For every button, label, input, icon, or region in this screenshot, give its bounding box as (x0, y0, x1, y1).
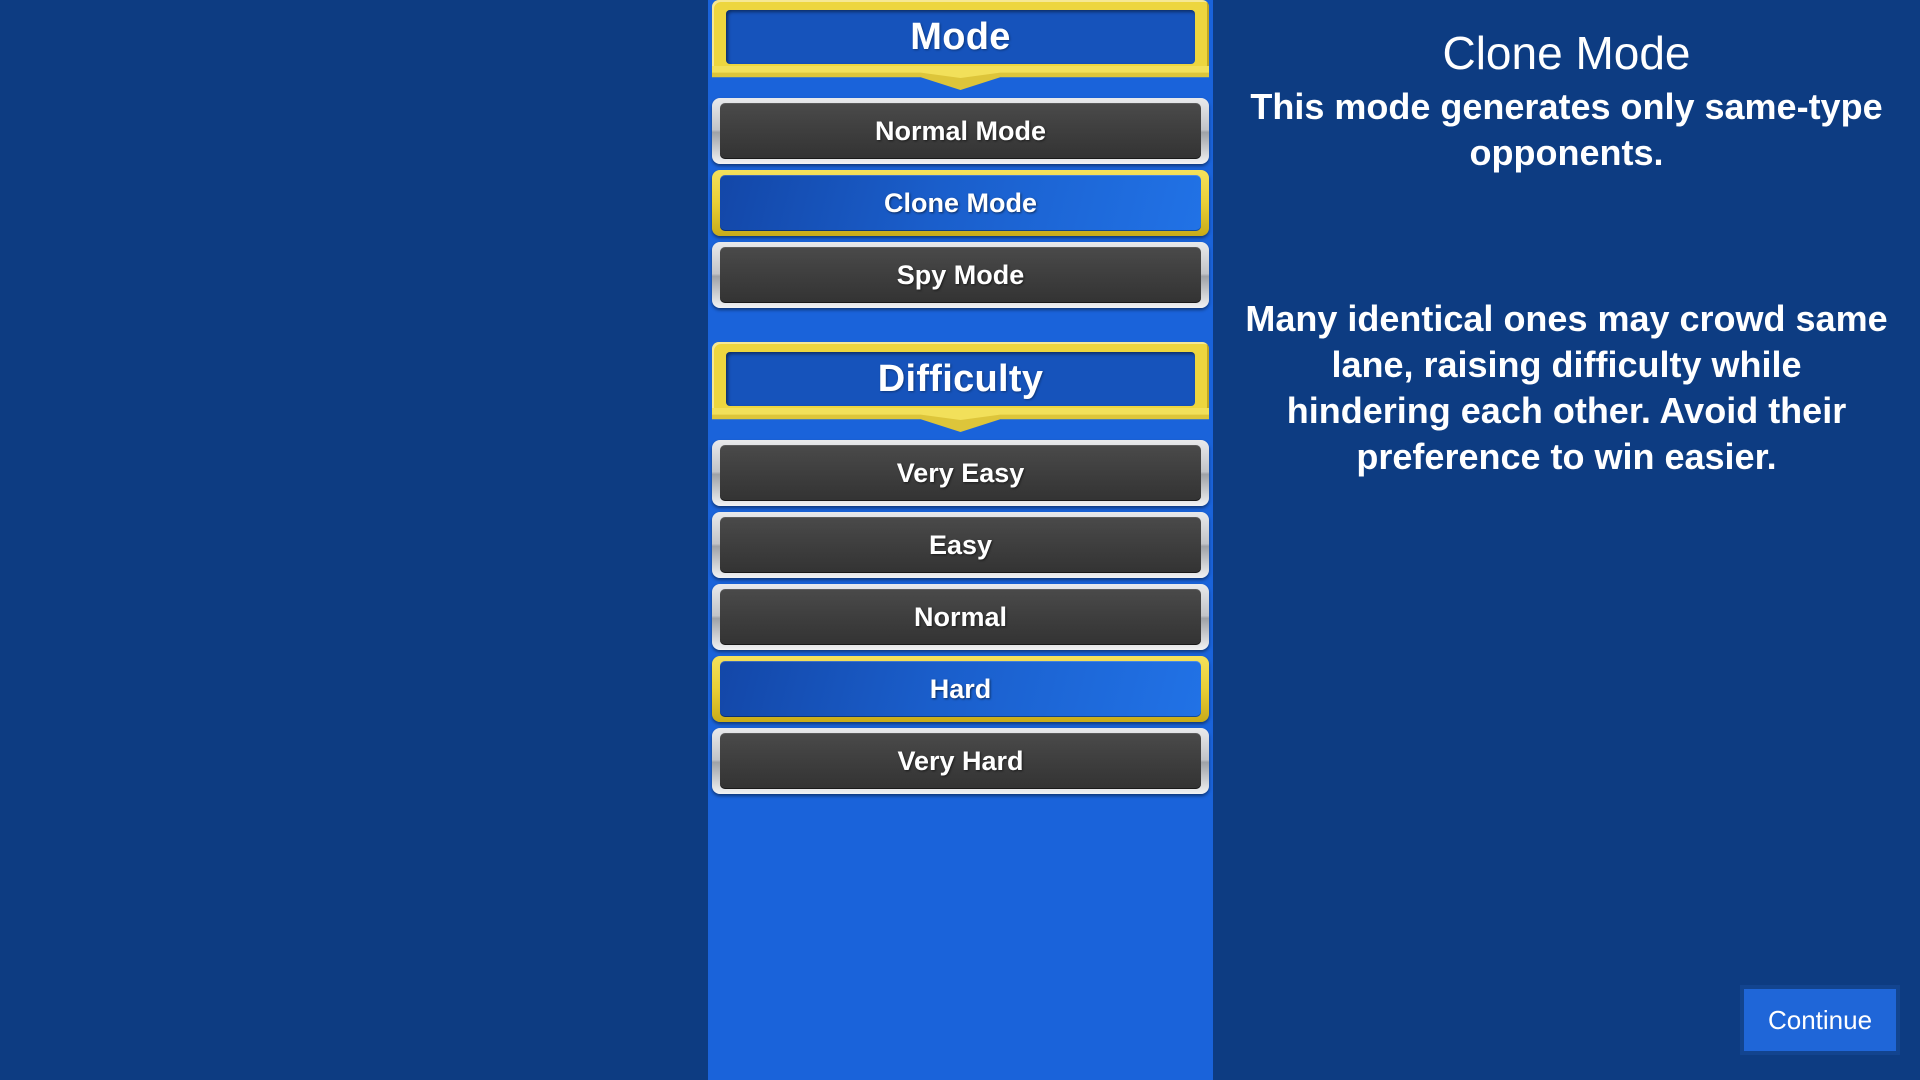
option-label: Clone Mode (884, 187, 1037, 218)
section-header-mode: Mode (712, 0, 1209, 92)
option-face (720, 247, 1201, 303)
option-face (720, 517, 1201, 573)
mode-header-frame: Mode (712, 0, 1209, 74)
mode-header-label: Mode (910, 16, 1011, 58)
option-label: Very Hard (897, 745, 1024, 776)
difficulty-header-frame: Difficulty (712, 342, 1209, 416)
continue-button-label: Continue (1767, 1005, 1873, 1035)
info-panel: Clone Mode This mode generates only same… (1213, 0, 1920, 1080)
info-title: Clone Mode (1442, 27, 1691, 79)
option-face (720, 445, 1201, 501)
option-label: Hard (929, 673, 992, 704)
info-body-text: Many identical ones may crowd same lane,… (1245, 297, 1888, 477)
selection-column: Mode Normal Mode Clone Mode Spy Mode Dif… (708, 0, 1213, 1080)
option-normal[interactable]: Normal (712, 584, 1209, 650)
info-subtitle: This mode generates only same-type oppon… (1250, 85, 1883, 173)
option-normal-mode[interactable]: Normal Mode (712, 98, 1209, 164)
option-label: Spy Mode (896, 259, 1025, 290)
option-clone-mode[interactable]: Clone Mode (712, 170, 1209, 236)
section-spacer (708, 314, 1213, 342)
difficulty-header-inner: Difficulty (726, 352, 1195, 406)
option-easy[interactable]: Easy (712, 512, 1209, 578)
mode-header-inner: Mode (726, 10, 1195, 64)
option-very-hard[interactable]: Very Hard (712, 728, 1209, 794)
option-spy-mode[interactable]: Spy Mode (712, 242, 1209, 308)
option-label: Very Easy (896, 457, 1025, 488)
option-label: Normal (913, 601, 1008, 632)
option-hard[interactable]: Hard (712, 656, 1209, 722)
continue-button[interactable]: Continue (1740, 985, 1900, 1055)
section-header-difficulty: Difficulty (712, 342, 1209, 434)
option-face (720, 661, 1201, 717)
option-face (720, 103, 1201, 159)
option-face (720, 733, 1201, 789)
difficulty-header-label: Difficulty (877, 358, 1044, 400)
option-label: Easy (928, 529, 993, 560)
option-label: Normal Mode (874, 115, 1047, 146)
option-very-easy[interactable]: Very Easy (712, 440, 1209, 506)
option-face (720, 175, 1201, 231)
option-face (720, 589, 1201, 645)
